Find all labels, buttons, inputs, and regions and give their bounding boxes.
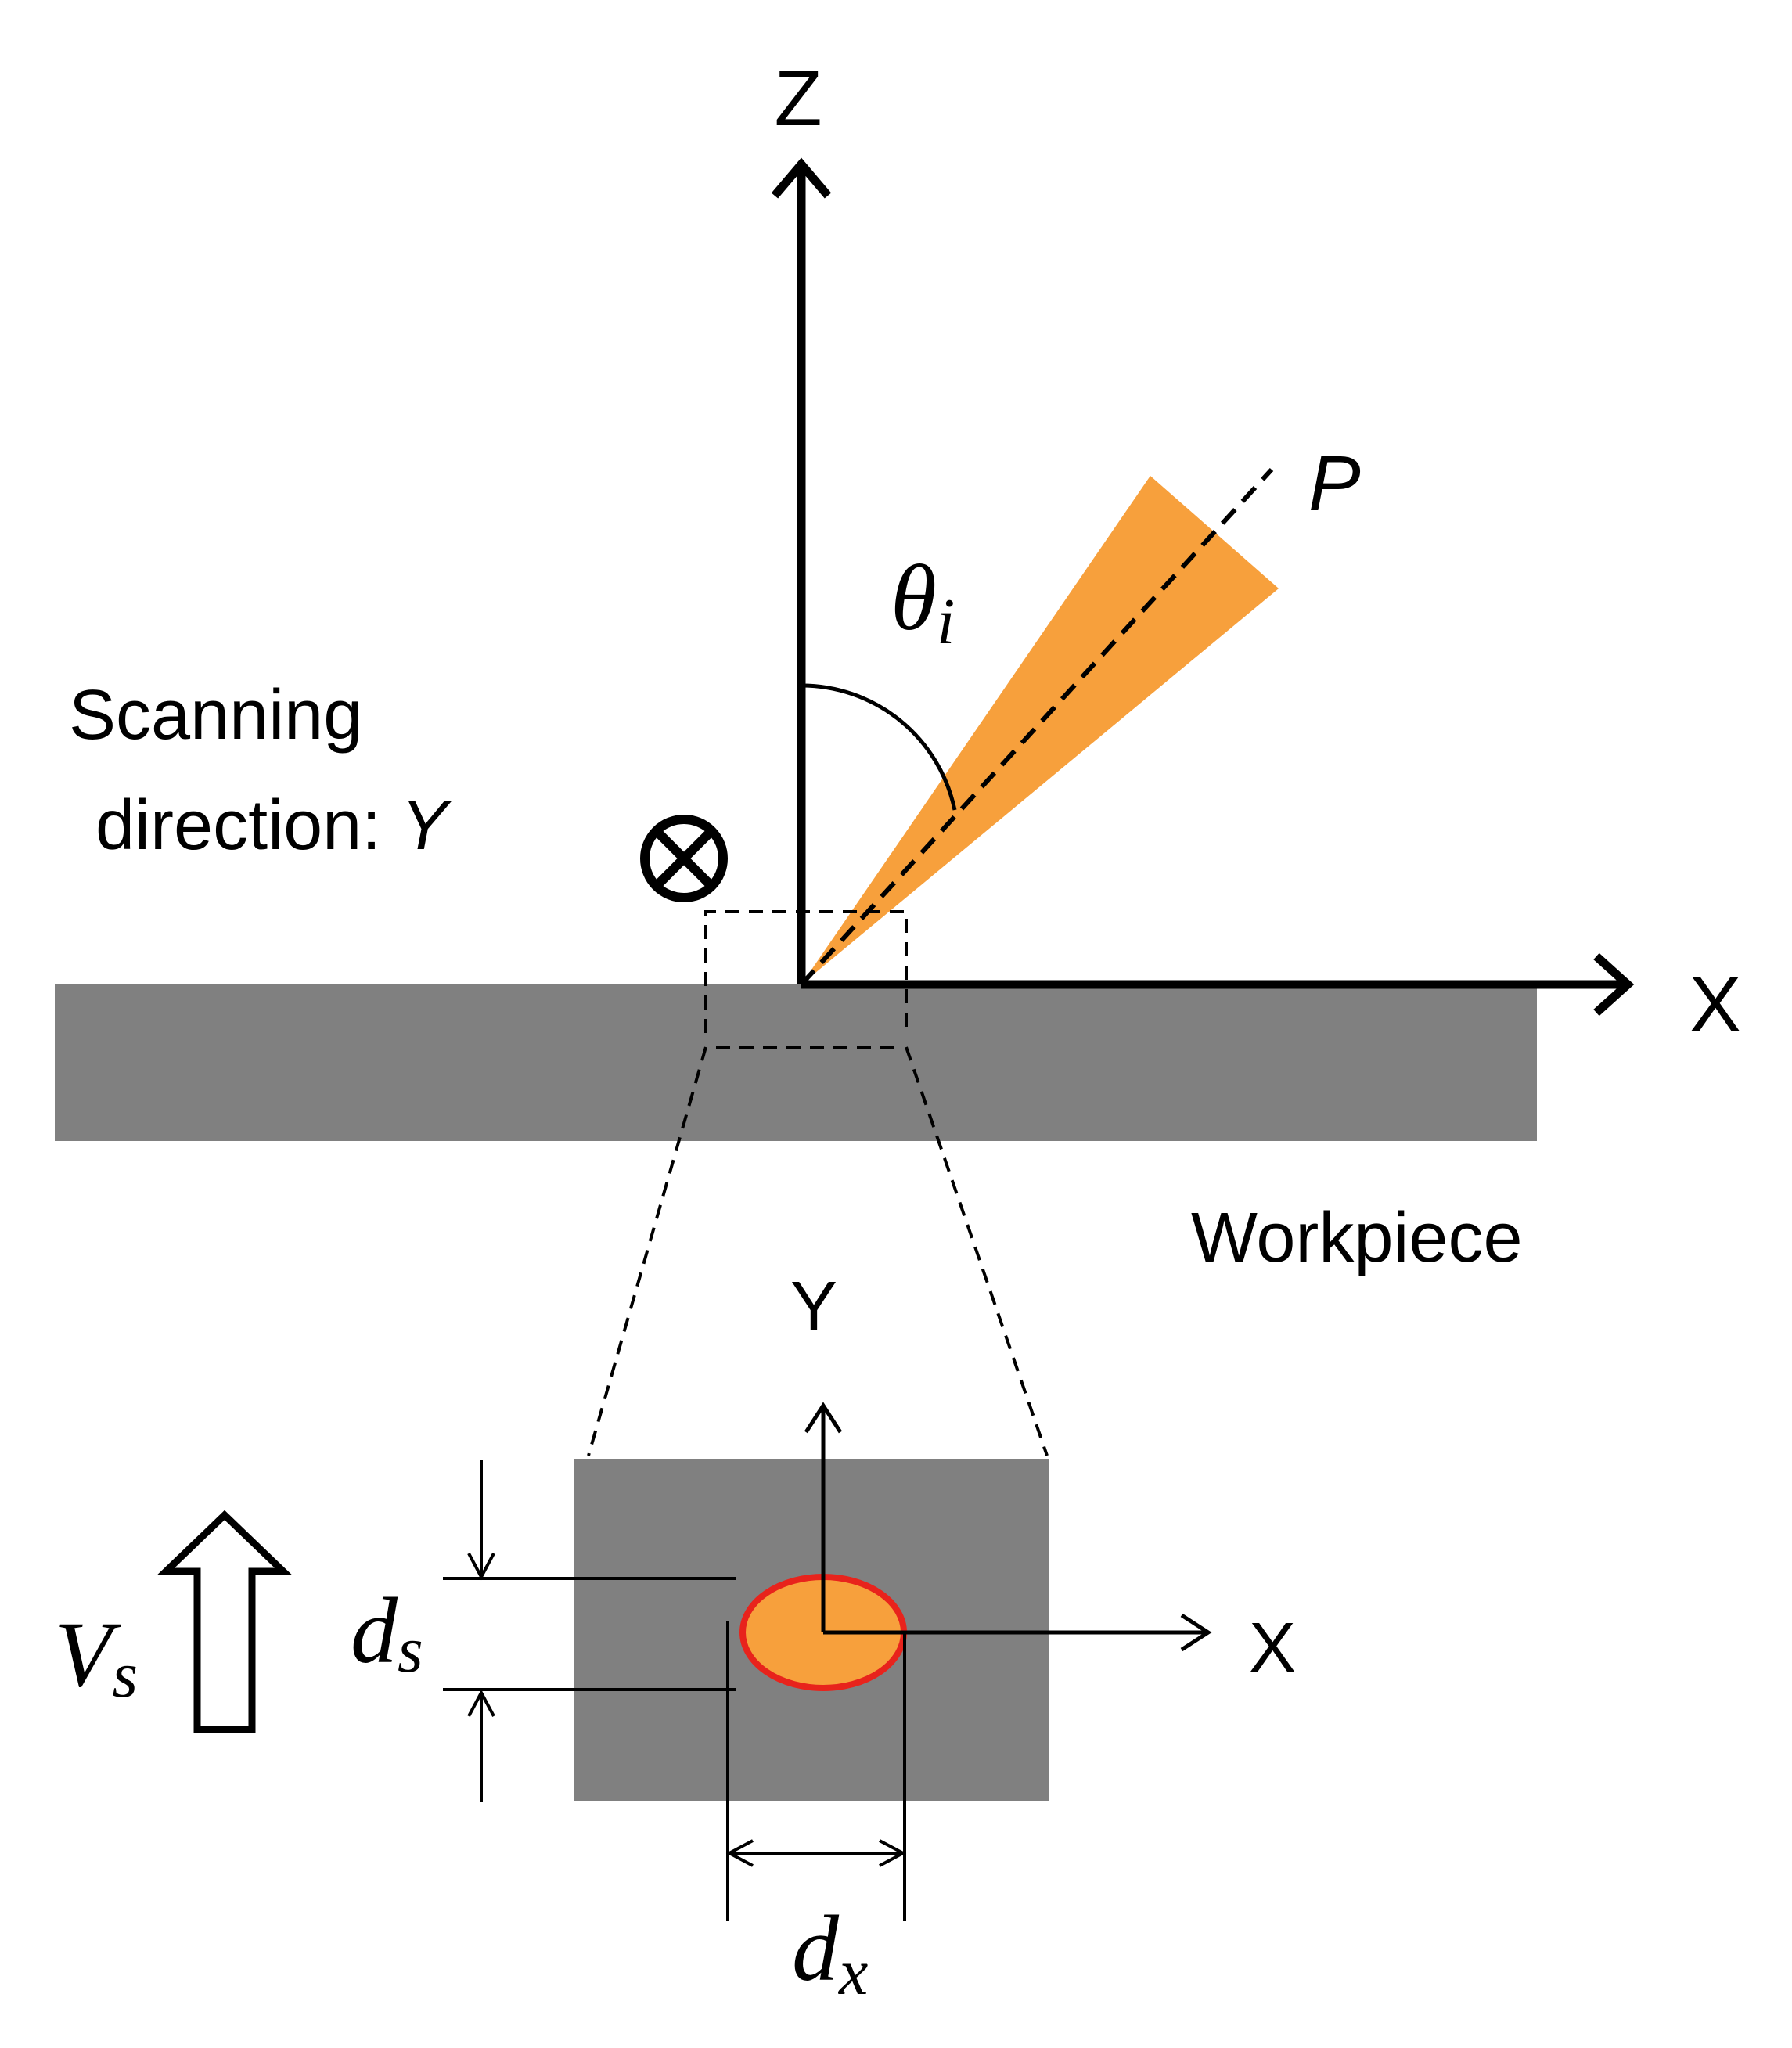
scanning-direction-line1: Scanning	[69, 676, 362, 754]
vs-sub: s	[112, 1639, 138, 1711]
theta-arc	[801, 683, 957, 811]
dx-left-arrowhead	[725, 1839, 754, 1867]
dx-sub: x	[837, 1936, 868, 2009]
p-label: P	[1308, 440, 1361, 527]
vs-velocity-arrow	[157, 1510, 293, 1733]
into-page-icon	[640, 815, 728, 902]
inset-y-axis-arrowhead	[804, 1402, 843, 1434]
x-axis-arrowhead	[1593, 952, 1635, 1017]
scanning-direction-text: direction:	[95, 786, 401, 865]
scanning-direction-axis: Y	[401, 786, 452, 865]
ds-bottom-arrowhead	[467, 1689, 495, 1717]
workpiece-slab	[55, 984, 1537, 1141]
zoom-region-box	[704, 910, 908, 1033]
workpiece-label: Workpiece	[1191, 1199, 1523, 1277]
dx-label: dx	[792, 1896, 868, 2009]
scanning-direction-line2: direction: Y	[95, 786, 452, 865]
theta-main: θ	[891, 545, 937, 650]
zoom-line-left	[587, 1046, 707, 1456]
laser-beam	[801, 476, 1279, 984]
dx-main: d	[792, 1896, 840, 2000]
ds-label: ds	[351, 1578, 423, 1686]
vs-label: Vs	[55, 1602, 138, 1711]
dx-right-arrowhead	[879, 1839, 907, 1867]
z-axis-label: Z	[774, 55, 822, 142]
vs-main: V	[55, 1602, 121, 1706]
z-axis-arrowhead	[771, 157, 832, 199]
ds-top-arrowhead	[467, 1553, 495, 1581]
theta-label: θi	[891, 545, 955, 658]
inset-x-axis-label: X	[1249, 1609, 1296, 1687]
inset-x-axis-arrowhead	[1180, 1613, 1212, 1652]
ds-sub: s	[398, 1614, 423, 1686]
beam-axis-line	[799, 467, 1274, 987]
inset-y-axis-label: Y	[790, 1268, 837, 1346]
zoom-line-right	[905, 1046, 1049, 1456]
ds-main: d	[351, 1578, 398, 1683]
theta-sub: i	[937, 585, 955, 658]
x-axis-label: X	[1689, 961, 1742, 1049]
